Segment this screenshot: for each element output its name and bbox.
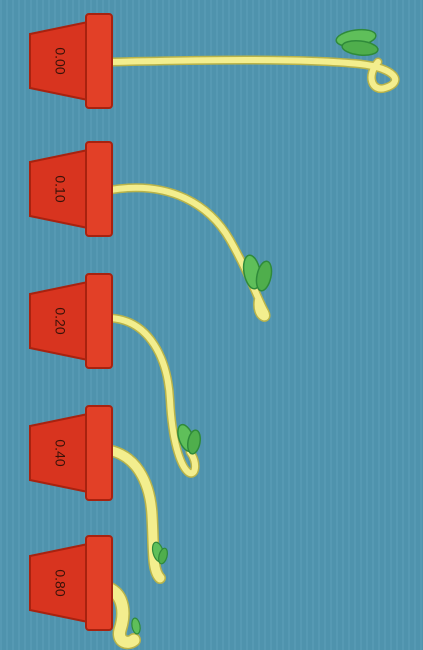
pot-label: 0.00 [52,47,68,74]
pot-label: 0.10 [52,175,68,202]
pot-label: 0.20 [52,307,68,334]
pot-label: 0.40 [52,439,68,466]
pot-label: 0.80 [52,569,68,596]
